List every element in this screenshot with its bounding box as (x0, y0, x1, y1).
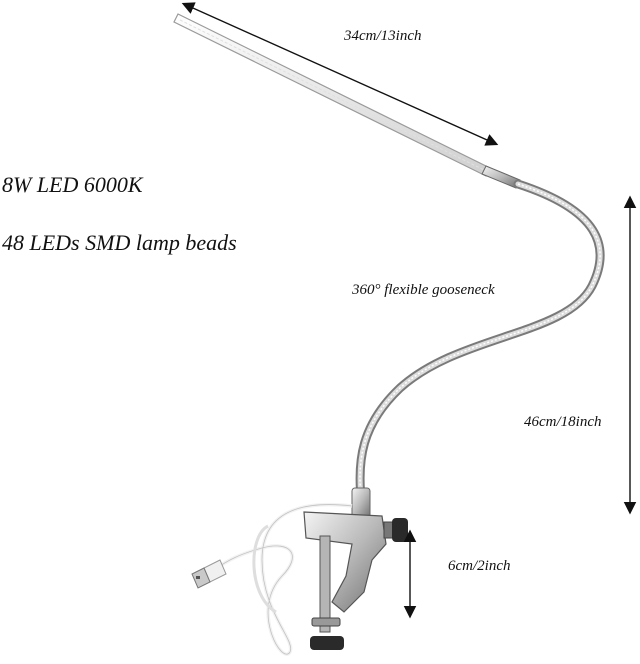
power-spec-text: 8W LED 6000K (2, 172, 143, 197)
usb-cable (191, 502, 353, 656)
clamp-height-label: 6cm/2inch (448, 558, 511, 574)
gooseneck-length-label: 46cm/18inch (524, 414, 602, 430)
gooseneck-arm (355, 179, 605, 511)
led-count-spec-text: 48 LEDs SMD lamp beads (2, 230, 237, 255)
gooseneck-label: 360° flexible gooseneck (352, 282, 495, 298)
desk-clamp (303, 487, 408, 650)
light-bar-length-label: 34cm/13inch (344, 28, 422, 44)
length-arrow (181, 2, 499, 146)
